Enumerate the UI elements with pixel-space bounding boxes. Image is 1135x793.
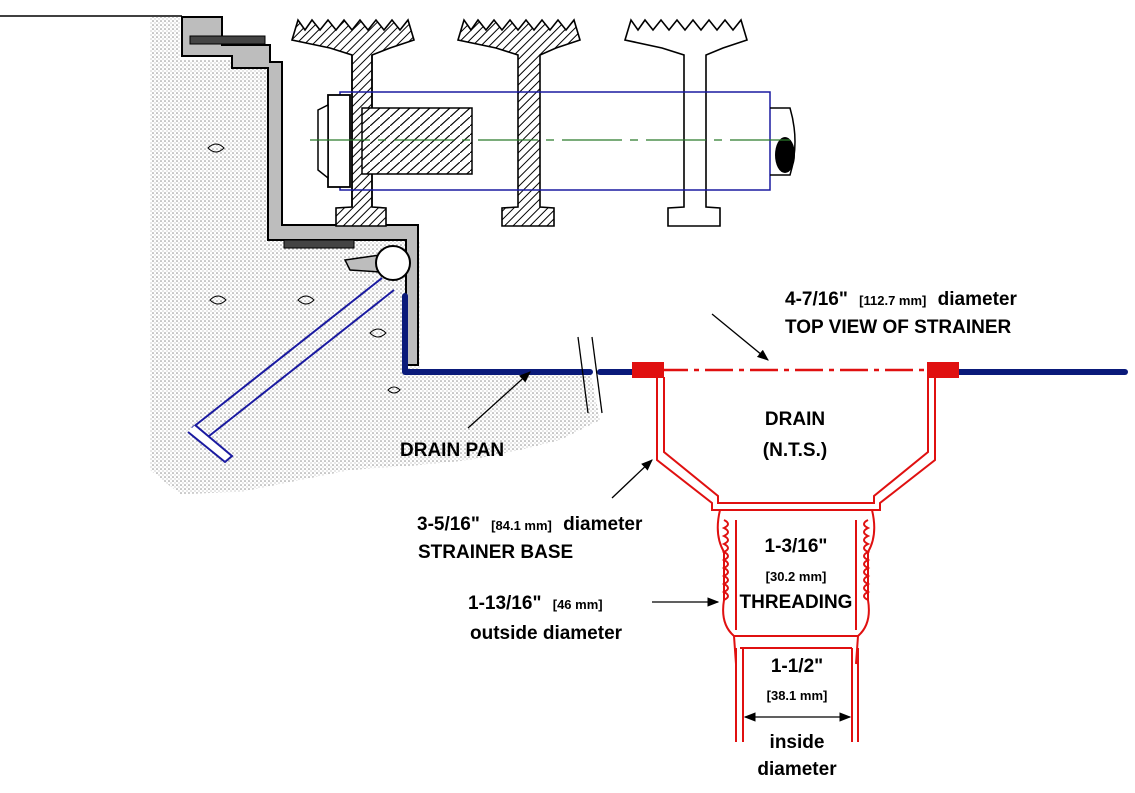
aggregate-marks — [207, 143, 401, 394]
anchor-rod — [187, 245, 411, 464]
outside-diameter-label-line2: outside diameter — [470, 623, 623, 644]
drain-pan-label: DRAIN PAN — [400, 440, 504, 461]
break-line-1 — [577, 336, 589, 414]
frame-profile — [181, 16, 419, 366]
top-view-arrow — [711, 313, 769, 361]
inside-mm-label: [38.1 mm] — [767, 688, 828, 703]
top-view-label-line1: 4-7/16" [112.7 mm] diameter — [785, 289, 1017, 310]
inside-diameter-word-label: diameter — [757, 759, 837, 780]
drain-pan-arrow — [467, 371, 531, 429]
threading-mm-label: [30.2 mm] — [766, 569, 827, 584]
strainer-base-label-line2: STRAINER BASE — [418, 542, 573, 563]
drain-body — [632, 362, 959, 742]
bolt-threads — [361, 107, 473, 175]
threading-dim-label: 1-3/16" — [765, 536, 828, 557]
leader-arrows — [467, 313, 852, 722]
bolt-assembly — [310, 91, 796, 191]
threading-word-label: THREADING — [740, 592, 853, 613]
pivot-circle — [375, 245, 411, 281]
break-line-2 — [591, 336, 603, 414]
inside-dim-label: 1-1/2" — [771, 656, 823, 677]
top-view-label-line2: TOP VIEW OF STRAINER — [785, 317, 1012, 338]
nts-label: (N.T.S.) — [763, 440, 827, 461]
strainer-base-label-line1: 3-5/16" [84.1 mm] diameter — [417, 514, 643, 535]
concrete-substrate — [0, 17, 600, 494]
strainer-base-arrow — [611, 459, 653, 499]
drain-label: DRAIN — [765, 409, 825, 430]
bolt-head — [327, 94, 351, 188]
bolt-end — [775, 137, 795, 173]
grating-bars — [290, 18, 748, 227]
inside-word-label: inside — [770, 732, 825, 753]
outside-diameter-label-line1: 1-13/16" [46 mm] — [468, 593, 603, 614]
